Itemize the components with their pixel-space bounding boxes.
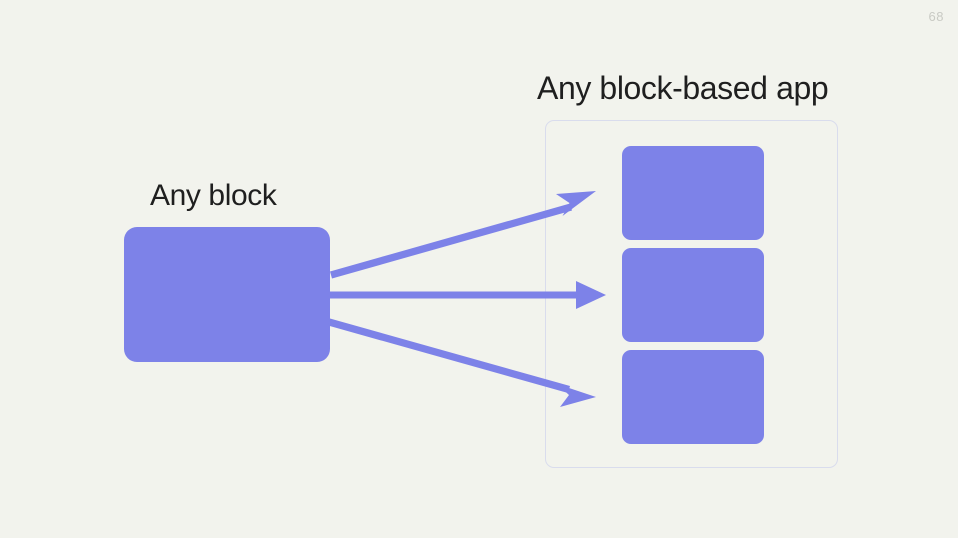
page-number: 68 bbox=[928, 9, 944, 24]
any-block-shape bbox=[124, 227, 330, 362]
app-block-2 bbox=[622, 248, 764, 342]
app-block-3 bbox=[622, 350, 764, 444]
app-block-1 bbox=[622, 146, 764, 240]
any-block-based-app-container bbox=[545, 120, 838, 468]
source-block-label: Any block bbox=[150, 179, 277, 212]
target-app-label: Any block-based app bbox=[537, 70, 829, 106]
